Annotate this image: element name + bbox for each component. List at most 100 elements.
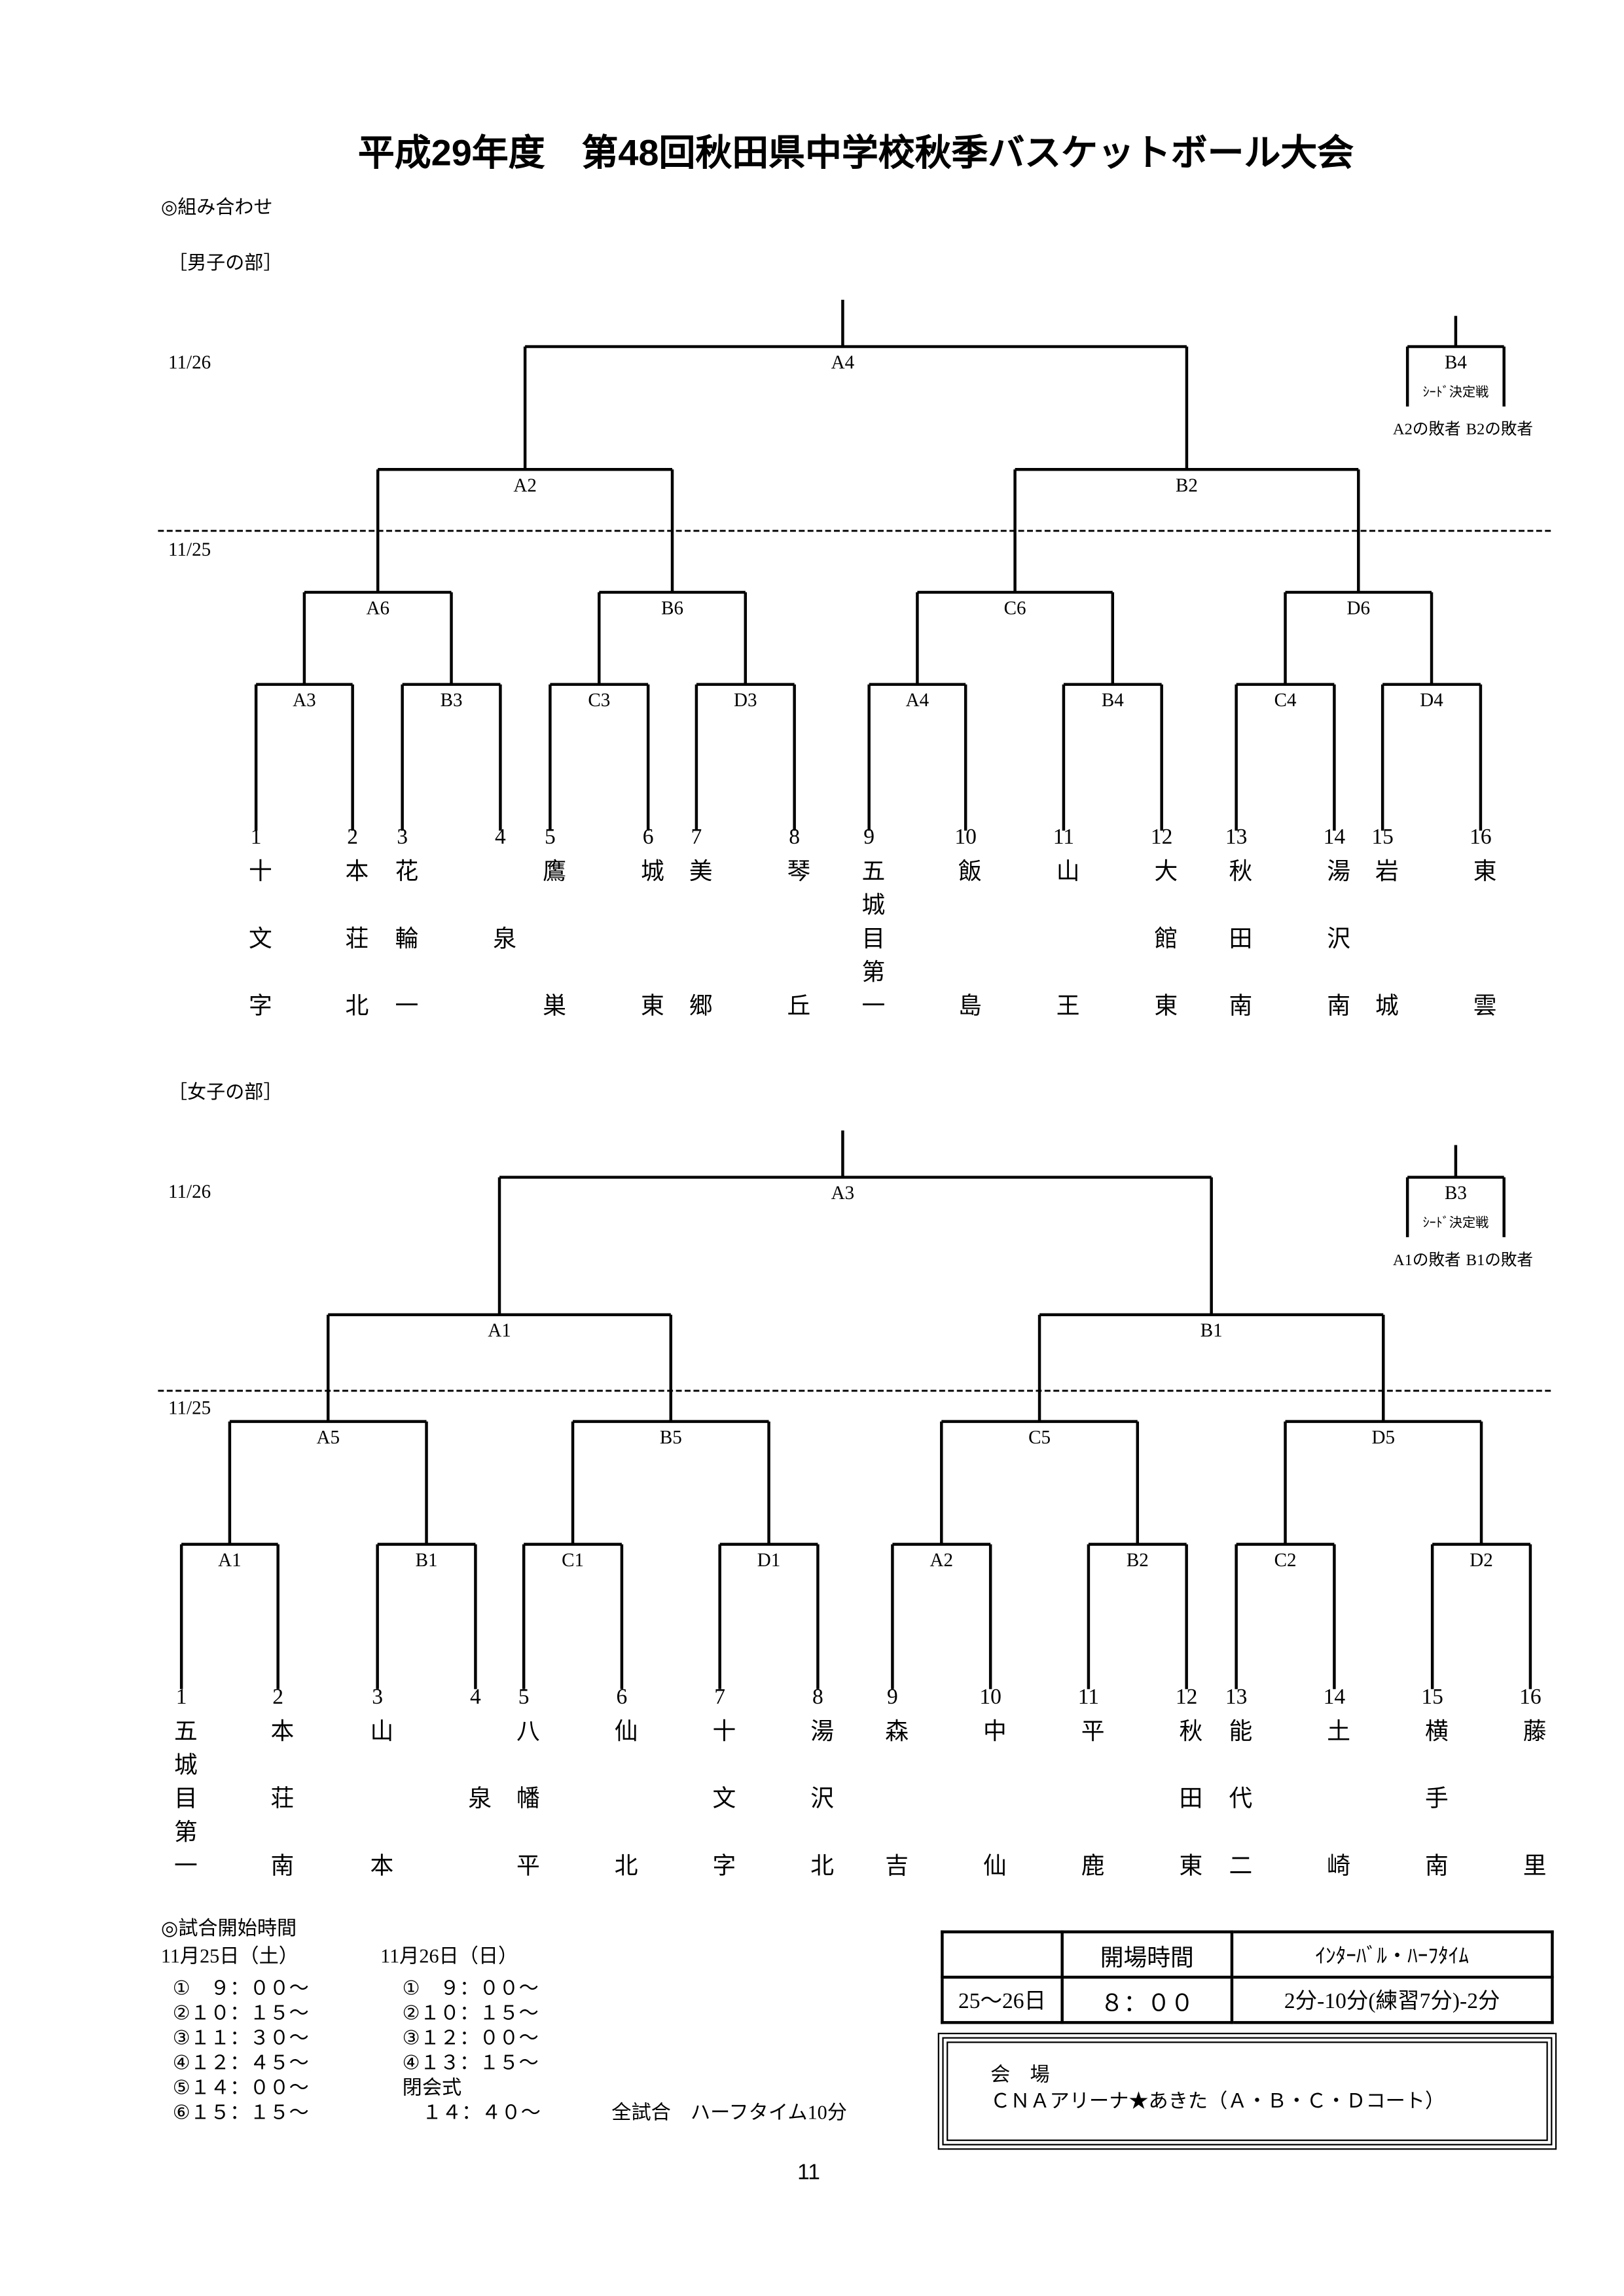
team-number: 5 [545,826,556,850]
info-table: 開場時間 ｲﾝﾀｰﾊﾞﾙ・ﾊｰﾌﾀｲﾑ 25～26日 ８：００ 2分-10分(練… [941,1930,1554,2024]
schedule-row: ④１２：４５～ [172,2051,309,2074]
team-name: 五城目第一 [857,858,882,1027]
info-header-cell: ｲﾝﾀｰﾊﾞﾙ・ﾊｰﾌﾀｲﾑ [1230,1930,1554,1979]
match-label-first: B1 [415,1549,438,1571]
team-name: 飯島 [954,858,979,1128]
schedule-row: ④１３：１５～ [402,2051,539,2074]
team-number: 13 [1225,826,1248,850]
match-label-first: D2 [1470,1549,1493,1571]
team-name: 能代二 [1224,1718,1250,1920]
team-name: 森吉 [880,1718,906,1988]
section-label: ◎組み合わせ [160,196,273,218]
team-name: 岩城 [1371,858,1396,1128]
match-label-first: C2 [1274,1549,1297,1571]
team-name: 山本 [365,1718,391,1988]
team-name: 泉 [463,1785,489,1809]
match-label-quarter: D6 [1346,596,1371,619]
match-label-first: A2 [929,1549,954,1571]
schedule-row: 閉会式 [402,2076,462,2099]
match-label-first: A3 [293,689,316,711]
match-label-quarter: B6 [661,596,683,619]
match-label-semi: B1 [1200,1319,1223,1341]
schedule-day2-label: 11月26日（日） [380,1945,518,1967]
match-label-first: D1 [757,1549,781,1571]
match-label-first: C1 [562,1549,584,1571]
venue-name: ＣＮＡアリーナ★あきた（Ａ・Ｂ・Ｃ・Ｄコート） [990,2089,1445,2112]
match-label-quarter: D5 [1371,1426,1396,1448]
team-name: 山王 [1052,858,1077,1128]
team-name: 仙北 [610,1718,636,1988]
team-name: 城東 [636,858,662,1128]
team-number: 7 [714,1686,726,1710]
page-title: 平成29年度 第48回秋田県中学校秋季バスケットボール大会 [357,133,1354,174]
team-name: 本荘南 [266,1718,291,1920]
team-number: 10 [954,826,977,850]
team-number: 12 [1150,826,1173,850]
match-label-first: B2 [1126,1549,1149,1571]
match-label-quarter: B5 [659,1426,682,1448]
venue-box [937,2032,1557,2150]
team-number: 11 [1077,1686,1100,1710]
team-name: 美郷 [685,858,710,1128]
team-name: 本荘北 [340,858,366,1060]
schedule-row: ③１１：３０～ [172,2026,309,2049]
team-name: 横手南 [1420,1718,1446,1920]
match-label-semi: A2 [513,473,537,496]
seed-match-sub: ｼｰﾄﾞ決定戦 [1422,1215,1489,1230]
match-label-quarter: C5 [1028,1426,1051,1448]
boys-heading: ［男子の部］ [168,251,283,274]
match-label-first: D3 [734,689,757,711]
schedule-row: ① ９：００～ [172,1977,309,2000]
team-number: 10 [979,1686,1001,1710]
team-number: 2 [272,1686,284,1710]
team-number: 9 [863,826,875,850]
team-name: 八幡平 [512,1718,537,1920]
schedule-row: ②１０：１５～ [402,2001,539,2024]
team-name: 湯沢南 [1322,858,1348,1060]
schedule-day1-label: 11月25日（土） [160,1945,298,1967]
date-label-top: 11/26 [168,1180,211,1202]
team-name: 十文字 [244,858,270,1060]
team-name: 鷹巣 [538,858,564,1128]
schedule-note: 全試合 ハーフタイム10分 [611,2101,847,2124]
info-cell: 2分-10分(練習7分)-2分 [1230,1975,1554,2024]
seed-match-sub: ｼｰﾄﾞ決定戦 [1422,384,1489,399]
info-cell: ８：００ [1060,1975,1234,2024]
team-number: 16 [1470,826,1492,850]
info-table-header: 開場時間 ｲﾝﾀｰﾊﾞﾙ・ﾊｰﾌﾀｲﾑ [941,1930,1554,1979]
team-number: 14 [1323,826,1346,850]
schedule-row: ②１０：１５～ [172,2001,309,2024]
girls-heading: ［女子の部］ [168,1081,283,1103]
match-label-first: D4 [1420,689,1443,711]
seed-left-team: A2の敗者 [1392,421,1461,439]
info-header-cell: 開場時間 [1060,1930,1234,1979]
schedule-row: ⑥１５：１５～ [172,2101,309,2124]
team-number: 3 [372,1686,384,1710]
team-name: 五城目第一 [170,1718,195,1887]
match-label-first: C4 [1274,689,1297,711]
match-label-first: B3 [440,689,463,711]
match-label-first: A4 [905,689,929,711]
seed-right-team: B1の敗者 [1466,1251,1534,1270]
info-header-cell [941,1930,1064,1979]
team-number: 4 [470,1686,481,1710]
match-label-final: A4 [831,351,855,373]
match-label-semi: B2 [1175,473,1198,496]
team-number: 8 [812,1686,823,1710]
seed-match-label: B4 [1444,351,1467,373]
team-number: 9 [887,1686,898,1710]
seed-right-team: B2の敗者 [1466,421,1534,439]
team-name: 泉 [488,925,514,950]
team-name: 湯沢北 [806,1718,831,1920]
team-number: 13 [1225,1686,1248,1710]
team-number: 16 [1519,1686,1542,1710]
team-name: 琴丘 [782,858,808,1128]
match-label-quarter: A6 [366,596,389,619]
seed-left-team: A1の敗者 [1392,1251,1461,1270]
seed-match-label: B3 [1444,1181,1467,1204]
info-cell: 25～26日 [941,1975,1064,2024]
team-number: 8 [789,826,801,850]
team-number: 11 [1053,826,1075,850]
